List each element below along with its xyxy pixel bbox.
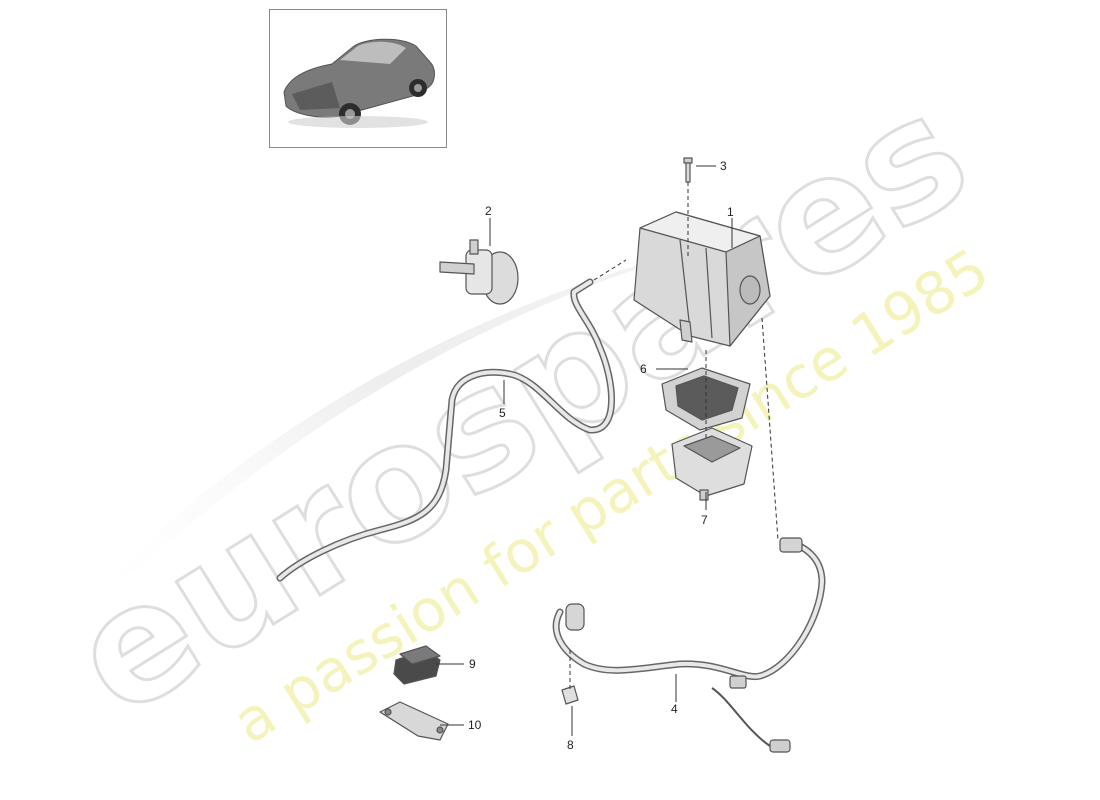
callout-1: 1 (727, 205, 734, 219)
callout-3: 3 (720, 159, 727, 173)
part-10-bracket (379, 701, 449, 741)
car-thumbnail-icon (283, 38, 435, 128)
callout-7: 7 (701, 513, 708, 527)
part-1-canister (633, 211, 771, 347)
part-2-valve (439, 239, 519, 305)
callout-4: 4 (671, 702, 678, 716)
part-3-bolt (683, 157, 693, 183)
callout-6: 6 (640, 362, 647, 376)
callout-10: 10 (468, 718, 482, 732)
callout-9: 9 (469, 657, 476, 671)
part-5-hose (276, 278, 616, 582)
vehicle-thumbnail (269, 9, 447, 148)
guide-line-canister-hose4 (761, 317, 779, 541)
guide-line-hose-5 (593, 259, 627, 281)
part-7-bracket (671, 427, 753, 501)
callout-2: 2 (485, 204, 492, 218)
callout-8: 8 (567, 738, 574, 752)
part-9-control-unit (393, 645, 441, 685)
callout-5: 5 (499, 406, 506, 420)
part-4-hose (552, 538, 826, 681)
